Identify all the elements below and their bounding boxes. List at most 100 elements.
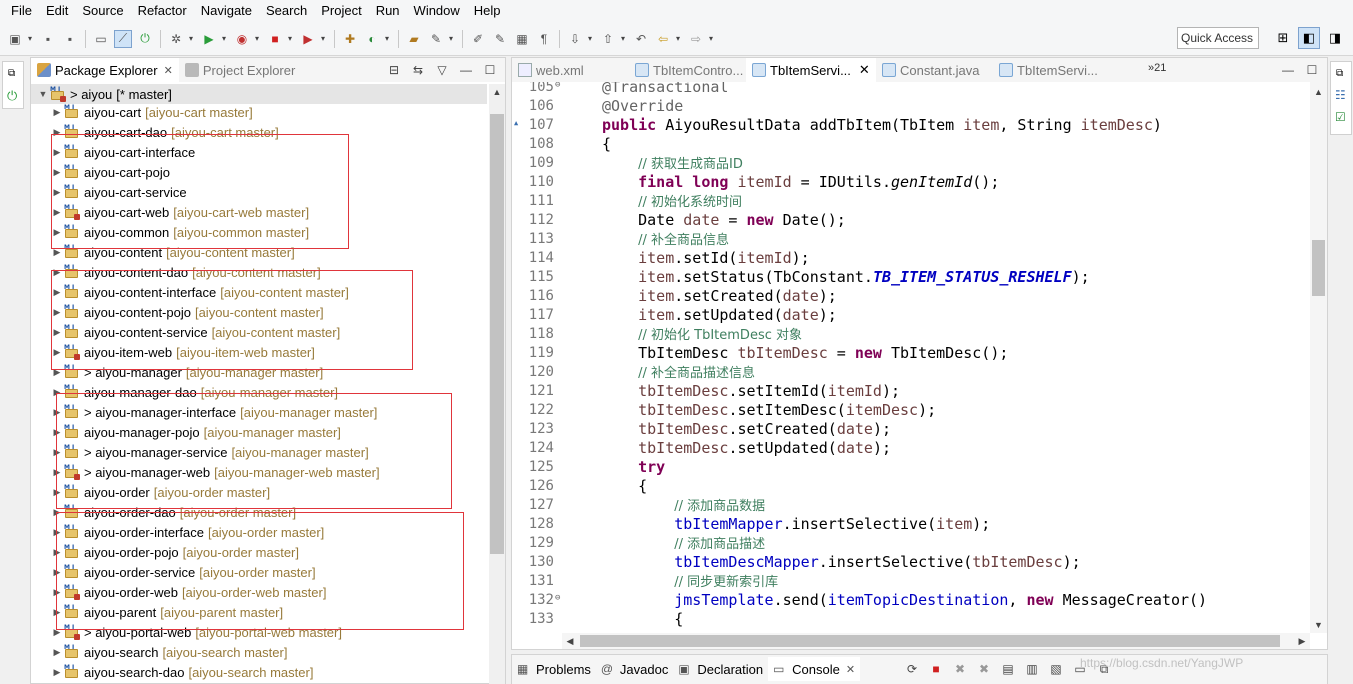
editor-vertical-scrollbar[interactable]: ▲ ▼ [1310, 82, 1327, 633]
search-dropdown-icon[interactable]: ▾ [448, 34, 453, 43]
link-with-editor-icon[interactable]: ⇆ [412, 63, 424, 77]
tree-root-aiyou[interactable]: ▼M J> aiyou[* master] [31, 84, 487, 104]
collapsed-arrow-icon[interactable]: ▶ [53, 266, 61, 277]
menu-window[interactable]: Window [413, 3, 460, 18]
menu-search[interactable]: Search [266, 3, 308, 18]
collapsed-arrow-icon[interactable]: ▶ [53, 226, 61, 237]
outline-icon[interactable]: ☷ [1335, 88, 1346, 102]
maximize-icon[interactable]: ☐ [484, 63, 496, 77]
show-console-icon[interactable]: ▭ [1074, 662, 1086, 676]
toggle-word-wrap-icon[interactable]: ✎ [494, 31, 506, 46]
bottom-tab-javadoc[interactable]: @Javadoc [596, 657, 673, 681]
bottom-tab-problems[interactable]: ▦Problems [512, 657, 596, 681]
server-start-icon[interactable]: ⏻ [140, 31, 150, 45]
menu-refactor[interactable]: Refactor [137, 3, 187, 18]
close-icon[interactable]: ✕ [845, 663, 856, 676]
tree-project-row[interactable]: ▶M J> aiyou-manager-service[aiyou-manage… [31, 442, 487, 462]
collapsed-arrow-icon[interactable]: ▶ [53, 346, 61, 357]
menu-run[interactable]: Run [375, 3, 400, 18]
restore-icon[interactable]: ⧉ [1336, 68, 1344, 79]
collapsed-arrow-icon[interactable]: ▶ [53, 646, 61, 657]
menu-source[interactable]: Source [82, 3, 124, 18]
display-console-icon[interactable]: ⧉ [1099, 661, 1109, 676]
package-explorer-scrollbar[interactable]: ▲ [489, 84, 505, 684]
scrollbar-thumb[interactable] [580, 635, 1280, 647]
tree-project-row[interactable]: ▶M J> aiyou-manager[aiyou-manager master… [31, 362, 487, 382]
menu-project[interactable]: Project [321, 3, 362, 18]
collapsed-arrow-icon[interactable]: ▶ [53, 206, 61, 217]
debug-icon[interactable]: ✲ [170, 31, 182, 46]
new-class-dropdown-icon[interactable]: ▾ [384, 34, 389, 43]
close-icon[interactable]: ✕ [163, 64, 173, 77]
editor-horizontal-scrollbar[interactable]: ◀ ▶ [562, 633, 1310, 649]
menu-navigate[interactable]: Navigate [200, 3, 253, 18]
scroll-lock-icon[interactable]: ▥ [1026, 662, 1038, 676]
terminate-icon[interactable]: ■ [932, 662, 940, 676]
tree-project-row[interactable]: ▶M J> aiyou-manager-interface[aiyou-mana… [31, 402, 487, 422]
fold-icon[interactable]: ⊖ [555, 593, 561, 603]
stop-dropdown-icon[interactable]: ▾ [287, 34, 292, 43]
collapsed-arrow-icon[interactable]: ▶ [53, 386, 61, 397]
collapsed-arrow-icon[interactable]: ▶ [53, 666, 61, 677]
new-dropdown-icon[interactable]: ▾ [27, 34, 32, 43]
search-icon[interactable]: ✎ [430, 31, 442, 46]
collapsed-arrow-icon[interactable]: ▶ [53, 506, 61, 517]
maximize-icon[interactable]: ☐ [1306, 63, 1318, 77]
open-perspective-icon[interactable]: ⊞ [1277, 30, 1289, 45]
collapsed-arrow-icon[interactable]: ▶ [53, 186, 61, 197]
show-whitespace-icon[interactable]: ¶ [540, 31, 548, 46]
next-annotation-dropdown-icon[interactable]: ▾ [587, 34, 592, 43]
fold-icon[interactable]: ⊖ [555, 82, 561, 90]
menu-help[interactable]: Help [473, 3, 501, 18]
coverage-icon[interactable]: ◉ [236, 31, 248, 46]
collapsed-arrow-icon[interactable]: ▶ [53, 106, 61, 117]
open-type-icon[interactable]: ▰ [409, 31, 419, 46]
external-tools-icon[interactable]: ▶ [303, 31, 313, 46]
minimize-icon[interactable]: — [460, 63, 472, 77]
remove-all-launches-icon[interactable]: ✖ [978, 662, 990, 676]
editor-tab[interactable]: Constant.java [876, 58, 993, 82]
debug-dropdown-icon[interactable]: ▾ [188, 34, 193, 43]
next-annotation-icon[interactable]: ⇩ [569, 31, 581, 46]
new-java-class-icon[interactable]: ◐ [368, 31, 376, 46]
restore-icon[interactable]: ⧉ [8, 68, 16, 79]
java-perspective-icon[interactable]: ◨ [1328, 30, 1342, 45]
minimize-icon[interactable]: — [1282, 63, 1294, 77]
save-icon[interactable]: ▪ [45, 31, 51, 46]
run-icon[interactable]: ▶ [204, 31, 214, 46]
tree-project-row[interactable]: ▶M J> aiyou-manager-web[aiyou-manager-we… [31, 462, 487, 482]
toggle-mark-occurrences-icon[interactable]: ✐ [472, 31, 484, 46]
run-dropdown-icon[interactable]: ▾ [221, 34, 226, 43]
close-icon[interactable]: ✕ [858, 62, 870, 77]
editor-tab[interactable]: TbItemServi...✕ [746, 58, 876, 82]
editor-tab[interactable]: TbItemServi... [993, 58, 1110, 82]
save-all-icon[interactable]: ▪ [67, 31, 73, 46]
previous-annotation-dropdown-icon[interactable]: ▾ [620, 34, 625, 43]
scrollbar-thumb[interactable] [1312, 240, 1325, 296]
collapsed-arrow-icon[interactable]: ▶ [53, 166, 61, 177]
bottom-tab-declaration[interactable]: ▣Declaration [673, 657, 768, 681]
scroll-up-icon[interactable]: ▲ [492, 87, 502, 97]
console-icon[interactable]: ▭ [95, 31, 107, 46]
external-tools-dropdown-icon[interactable]: ▾ [320, 34, 325, 43]
tab-project-explorer[interactable]: Project Explorer [179, 58, 301, 82]
collapsed-arrow-icon[interactable]: ▶ [53, 246, 61, 257]
new-icon[interactable]: ▣ [9, 31, 21, 46]
remove-launch-icon[interactable]: ✖ [954, 662, 966, 676]
back-dropdown-icon[interactable]: ▾ [675, 34, 680, 43]
editor-tab-overflow[interactable]: »21 [1148, 62, 1167, 74]
